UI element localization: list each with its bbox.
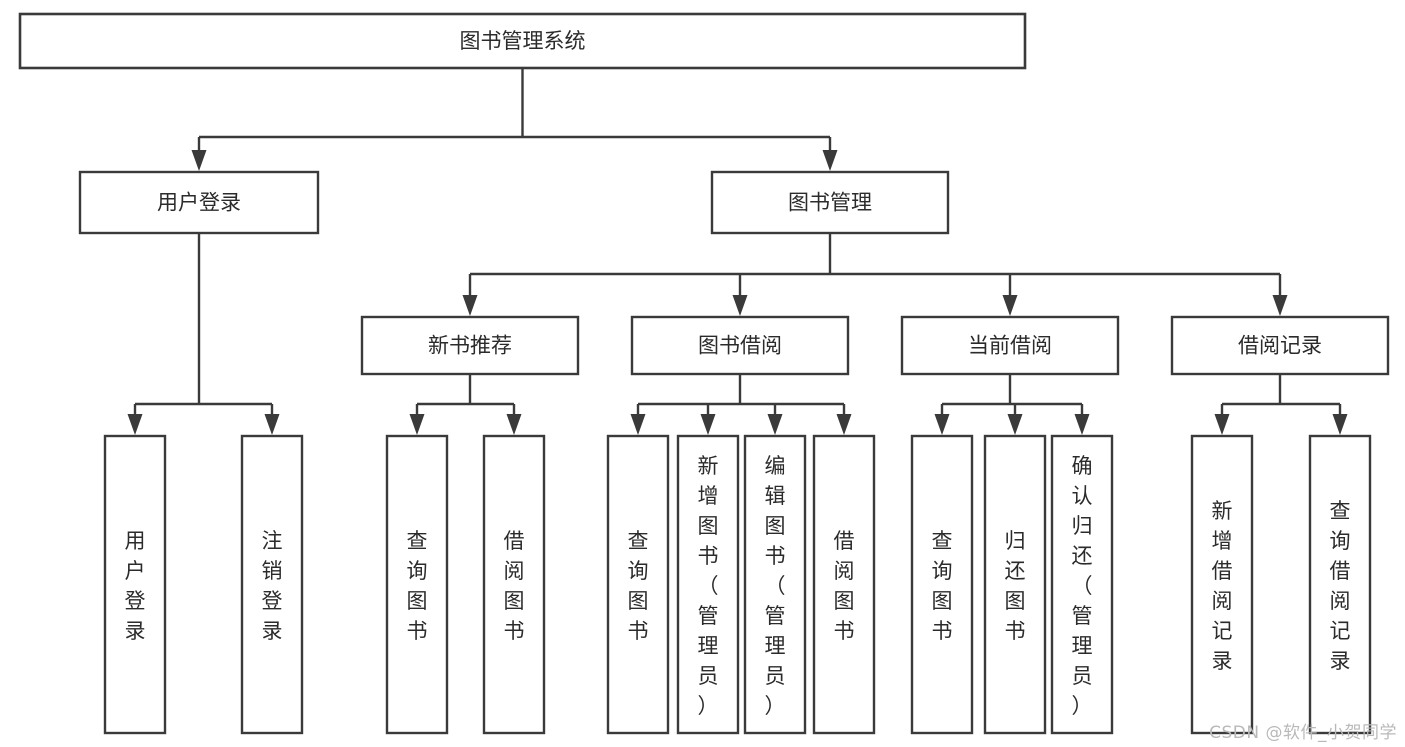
node-leaf-user-logout[interactable]: 注销登录	[240, 434, 304, 735]
arrowhead-leaf-query-book-rec	[409, 414, 425, 435]
node-root[interactable]: 图书管理系统	[18, 12, 1027, 70]
node-box-leaf-return-book	[983, 434, 1047, 735]
arrowhead-leaf-return-book	[1007, 414, 1023, 435]
node-box-leaf-edit-book	[743, 434, 807, 735]
connector-layer	[127, 68, 1348, 435]
node-leaf-add-book[interactable]: 新增图书（管理员）	[676, 434, 740, 735]
node-label-book-borrow: 图书借阅	[698, 334, 782, 358]
node-label-current-borrow: 当前借阅	[968, 334, 1052, 358]
node-label-leaf-query-book-cur: 查询图书	[932, 529, 953, 643]
node-box-leaf-user-login	[103, 434, 167, 735]
node-label-leaf-add-book: 新增图书（管理员）	[698, 454, 719, 718]
arrowhead-leaf-user-logout	[264, 414, 280, 435]
node-label-leaf-return-book: 归还图书	[1005, 529, 1026, 643]
arrowhead-leaf-query-record	[1332, 414, 1348, 435]
node-borrow-record[interactable]: 借阅记录	[1170, 315, 1390, 376]
arrowhead-leaf-query-book-cur	[934, 414, 950, 435]
node-leaf-query-record[interactable]: 查询借阅记录	[1308, 434, 1372, 735]
node-book-borrow[interactable]: 图书借阅	[630, 315, 850, 376]
node-label-leaf-user-login: 用户登录	[125, 529, 146, 643]
node-leaf-return-book[interactable]: 归还图书	[983, 434, 1047, 735]
node-label-leaf-borrow-book-rec: 借阅图书	[504, 529, 525, 643]
node-leaf-borrow-book-rec[interactable]: 借阅图书	[482, 434, 546, 735]
arrowhead-leaf-user-login	[127, 414, 143, 435]
node-label-leaf-edit-book: 编辑图书（管理员）	[765, 454, 786, 718]
node-label-leaf-query-book-borrow: 查询图书	[628, 529, 649, 643]
node-leaf-add-record[interactable]: 新增借阅记录	[1190, 434, 1254, 735]
arrowhead-current-borrow	[1002, 295, 1018, 316]
node-leaf-query-book-borrow[interactable]: 查询图书	[606, 434, 670, 735]
arrowhead-leaf-add-record	[1214, 414, 1230, 435]
node-label-root: 图书管理系统	[460, 29, 586, 53]
node-box-root	[18, 12, 1027, 70]
node-book-manage[interactable]: 图书管理	[710, 170, 950, 235]
arrowhead-leaf-borrow-book	[836, 414, 852, 435]
node-label-leaf-query-book-rec: 查询图书	[407, 529, 428, 643]
node-box-leaf-add-book	[676, 434, 740, 735]
node-box-leaf-query-book-cur	[910, 434, 974, 735]
node-leaf-user-login[interactable]: 用户登录	[103, 434, 167, 735]
node-box-leaf-query-record	[1308, 434, 1372, 735]
node-label-user-login: 用户登录	[157, 191, 241, 215]
node-label-leaf-borrow-book: 借阅图书	[834, 529, 855, 643]
arrowhead-user-login	[191, 150, 207, 171]
arrowhead-leaf-confirm-return	[1074, 414, 1090, 435]
node-label-leaf-user-logout: 注销登录	[262, 529, 283, 643]
node-box-book-borrow	[630, 315, 850, 376]
node-new-book-rec[interactable]: 新书推荐	[360, 315, 580, 376]
node-box-current-borrow	[900, 315, 1120, 376]
node-box-leaf-query-book-borrow	[606, 434, 670, 735]
node-box-borrow-record	[1170, 315, 1390, 376]
node-leaf-confirm-return[interactable]: 确认归还（管理员）	[1050, 434, 1114, 735]
node-leaf-query-book-rec[interactable]: 查询图书	[385, 434, 449, 735]
arrowhead-leaf-add-book	[700, 414, 716, 435]
node-leaf-borrow-book[interactable]: 借阅图书	[812, 434, 876, 735]
arrowhead-new-book-rec	[462, 295, 478, 316]
node-user-login[interactable]: 用户登录	[78, 170, 320, 235]
arrowhead-book-borrow	[732, 295, 748, 316]
arrowhead-leaf-borrow-book-rec	[506, 414, 522, 435]
arrowhead-leaf-query-book-borrow	[630, 414, 646, 435]
arrowhead-borrow-record	[1272, 295, 1288, 316]
node-box-leaf-borrow-book	[812, 434, 876, 735]
node-box-leaf-confirm-return	[1050, 434, 1114, 735]
node-label-leaf-query-record: 查询借阅记录	[1330, 499, 1351, 673]
node-box-leaf-query-book-rec	[385, 434, 449, 735]
node-box-new-book-rec	[360, 315, 580, 376]
node-label-leaf-add-record: 新增借阅记录	[1212, 499, 1233, 673]
node-leaf-edit-book[interactable]: 编辑图书（管理员）	[743, 434, 807, 735]
arrowhead-book-manage	[822, 150, 838, 171]
node-box-leaf-user-logout	[240, 434, 304, 735]
node-box-user-login	[78, 170, 320, 235]
node-box-leaf-add-record	[1190, 434, 1254, 735]
arrowhead-leaf-edit-book	[767, 414, 783, 435]
node-label-leaf-confirm-return: 确认归还（管理员）	[1072, 454, 1093, 718]
node-box-leaf-borrow-book-rec	[482, 434, 546, 735]
node-label-borrow-record: 借阅记录	[1238, 334, 1322, 358]
node-label-new-book-rec: 新书推荐	[428, 334, 512, 358]
node-box-book-manage	[710, 170, 950, 235]
node-label-book-manage: 图书管理	[788, 191, 872, 215]
node-current-borrow[interactable]: 当前借阅	[900, 315, 1120, 376]
node-leaf-query-book-cur[interactable]: 查询图书	[910, 434, 974, 735]
node-layer: 图书管理系统用户登录图书管理新书推荐图书借阅当前借阅借阅记录用户登录注销登录查询…	[18, 12, 1390, 735]
